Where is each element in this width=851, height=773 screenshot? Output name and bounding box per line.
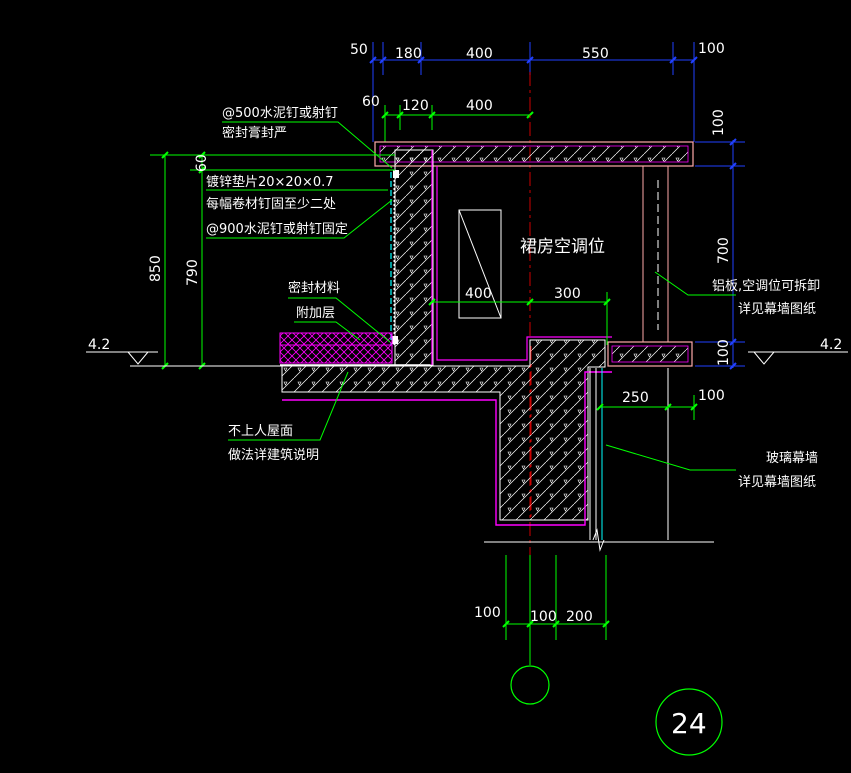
note-glass-curtain: 玻璃幕墙: [766, 451, 818, 466]
note-nail-900: @900水泥钉或射钉固定: [206, 221, 348, 237]
roof-insulation-layer: [279, 332, 430, 366]
dim-top-400: 400: [466, 46, 493, 62]
detail-number: 24: [671, 707, 707, 740]
dim-bottom-100-left: 100: [474, 605, 501, 621]
note-fix-twice: 每幅卷材钉固至少二处: [206, 196, 336, 212]
bottom-dimension-chain: [502, 555, 610, 640]
roof-slab-beam: [281, 339, 612, 526]
dim-mid-400: 400: [465, 286, 492, 302]
top-dimension-row-2: [381, 105, 534, 142]
dim-left-790: 790: [185, 259, 201, 286]
note-additional-layer: 附加层: [296, 306, 335, 321]
dim-right-700: 700: [716, 237, 732, 264]
note-seal-material: 密封材料: [288, 280, 340, 296]
dim-left-850: 850: [148, 255, 164, 282]
vent-panel: [458, 209, 502, 319]
note-washer: 镀锌垫片20×20×0.7: [206, 174, 334, 190]
note-see-curtain-1: 详见幕墙图纸: [738, 302, 816, 317]
dim-top2-60: 60: [362, 94, 380, 110]
dim-top-50: 50: [350, 42, 368, 58]
note-sealant: 密封膏封严: [222, 125, 287, 141]
dim-right-100-bottom: 100: [716, 339, 732, 366]
level-left: 4.2: [88, 337, 110, 353]
dim-lower-100: 100: [698, 388, 725, 404]
dim-bottom-100: 100: [530, 609, 557, 625]
detail-number-marker: [655, 688, 723, 756]
dim-right-100-top: 100: [711, 109, 727, 136]
right-notes: 铝板,空调位可拆卸 详见幕墙图纸 玻璃幕墙 详见幕墙图纸: [712, 278, 820, 490]
note-see-curtain-2: 详见幕墙图纸: [738, 475, 816, 490]
dim-lower-250: 250: [622, 390, 649, 406]
top-dimension-row-1: [369, 42, 698, 142]
mid-dimension-chain: [428, 292, 611, 345]
lower-right-dimension-chain: [596, 395, 698, 420]
room-label: 裙房空调位: [520, 237, 605, 257]
level-right: 4.2: [820, 337, 842, 353]
parapet-wall: [390, 149, 434, 366]
dim-bottom-200: 200: [566, 609, 593, 625]
leader-lines: [206, 121, 736, 471]
dim-top2-120: 120: [402, 98, 429, 114]
dim-top-550: 550: [582, 46, 609, 62]
right-column: [642, 166, 669, 342]
axis-bubble: [510, 640, 550, 705]
left-dimension-chain: [150, 151, 395, 370]
dim-top-180: 180: [395, 46, 422, 62]
note-aluminium-panel: 铝板,空调位可拆卸: [712, 278, 820, 294]
dim-top2-400: 400: [466, 98, 493, 114]
right-lower-slab: [607, 341, 693, 367]
note-roof-spec: 做法详建筑说明: [228, 447, 319, 463]
dim-mid-300: 300: [554, 286, 581, 302]
ac-room-outline: [436, 166, 612, 361]
dim-top-100: 100: [698, 41, 725, 57]
glass-curtain-wall: [484, 368, 714, 552]
dim-left-60: 60: [194, 154, 210, 172]
right-dimension-chain: [695, 138, 745, 370]
left-notes: @500水泥钉或射钉 密封膏封严 镀锌垫片20×20×0.7 每幅卷材钉固至少二…: [206, 105, 348, 463]
level-mark-left: [86, 351, 430, 367]
note-roof-type: 不上人屋面: [228, 424, 293, 439]
level-mark-right: [748, 351, 848, 365]
note-nail-500: @500水泥钉或射钉: [222, 105, 338, 121]
